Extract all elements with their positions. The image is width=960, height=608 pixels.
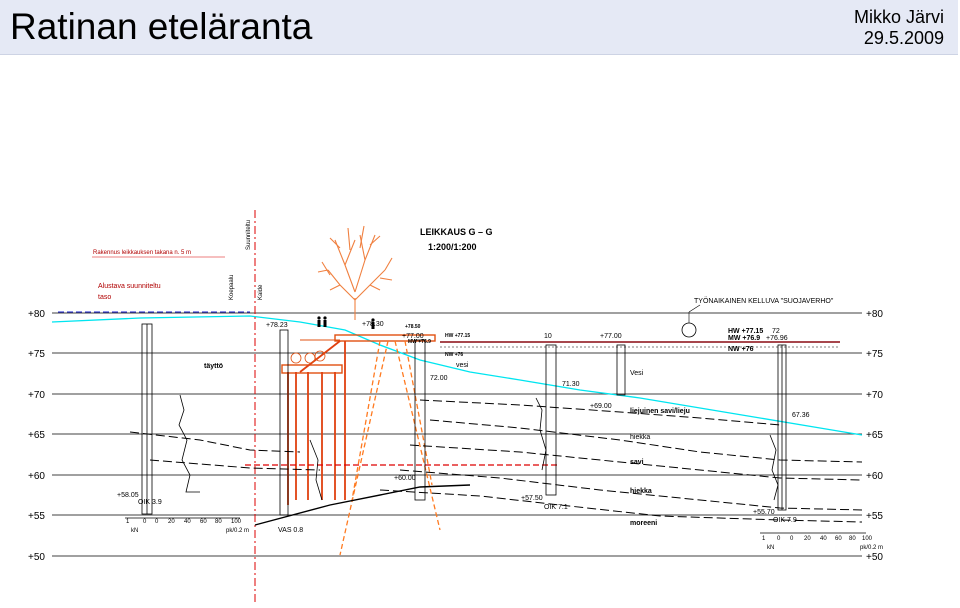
label-kelluva: TYÖNAIKAINEN KELLUVA "SUOJAVERHO" [694,297,834,305]
elev-right-80: +80 [866,309,883,320]
scale1-tick-2: 0 [155,519,159,525]
scale2-unit-kn: kN [767,545,774,551]
curtain-leader-2 [688,304,701,313]
floating-curtain-icon [681,322,697,338]
scale1-tick-5: 60 [200,519,207,525]
label-liejuinen: liejuinen savi/lieju [630,408,690,415]
label-mw-1: MW +76.9 [408,339,431,345]
label-6900: +69.00 [590,403,612,410]
label-vesi-2: Vesi [630,370,644,377]
tree-icon [317,225,393,320]
label-hiekka-1: hiekka [630,434,650,441]
scale2-unit-pk: pk/0.2 m [860,545,883,551]
label-vesi-1: vesi [456,362,469,369]
label-7696: +76.96 [766,335,788,342]
section-title: LEIKKAUS G – G [420,227,493,237]
label-nw-1: NW +76 [445,352,463,358]
label-hiekka-2: hiekka [630,488,652,495]
label-7700-b: +77.00 [600,333,622,340]
scale1-tick-4: 40 [184,519,191,525]
section-scale: 1:200/1:200 [428,242,477,252]
label-5570: +55.70 [753,509,775,516]
label-oik-39: OIK 3.9 [138,499,162,506]
label-72: 72 [772,328,780,335]
elev-right-75: +75 [866,349,883,360]
elev-right-60: +60 [866,471,883,482]
label-mw-2: MW +76.9 [728,335,760,342]
elev-left-80: +80 [28,309,45,320]
label-moreeni: moreeni [630,520,657,527]
label-taytto: täyttö [204,363,223,370]
scale2-tick-1: 0 [777,536,781,542]
label-savi: savi [630,459,644,466]
scale2-tick-7: 100 [862,536,873,542]
scale2-tick-6: 80 [849,536,856,542]
author-block: Mikko Järvi 29.5.2009 [854,7,944,49]
sounding-curves [178,394,779,501]
pedestrian-icons [317,316,375,329]
elev-right-70: +70 [866,390,883,401]
elev-left-50: +50 [28,552,45,563]
slide-header: Ratinan eteläranta Mikko Järvi 29.5.2009 [0,0,958,55]
label-7200: 72.00 [430,375,448,382]
label-oik-79: OIK 7.9 [773,517,797,524]
elev-right-50: +50 [866,552,883,563]
label-vas-08: VAS 0.8 [278,527,303,534]
groundwater-line [51,315,863,436]
scale1-tick-1: 0 [143,519,147,525]
label-kaide: Kaide [258,284,264,300]
label-7830: +78.30 [362,321,384,328]
scale1-unit-kn: kN [131,528,138,534]
label-alustava-2: taso [98,294,111,301]
elev-left-55: +55 [28,511,45,522]
scale2-tick-2: 0 [790,536,794,542]
label-7850: +78.50 [405,324,421,330]
author-name: Mikko Järvi [853,7,944,27]
elev-left-75: +75 [28,349,45,360]
label-10: 10 [544,333,552,340]
label-7130: 71.30 [562,381,580,388]
scale2-tick-5: 60 [835,536,842,542]
soil-layers [129,399,863,523]
scale1-tick-6: 80 [215,519,222,525]
label-nw-2: NW +76 [728,346,754,353]
label-hw-1: HW +77.15 [445,333,470,339]
scale2-tick-4: 40 [820,536,827,542]
scale2-tick-3: 20 [804,536,811,542]
label-hw-2: HW +77.15 [728,328,763,335]
slide-title: Ratinan eteläranta [10,6,313,47]
label-suunniteltu-axis: Suunniteltu [246,220,252,250]
elev-left-65: +65 [28,430,45,441]
elev-right-65: +65 [866,430,883,441]
elev-right-55: +55 [866,511,883,522]
presentation-date: 29.5.2009 [863,28,944,48]
label-oik-71: OIK 7.1 [544,504,568,511]
label-7700-a: +77.00 [402,333,424,340]
scale1-tick-7: 100 [231,519,242,525]
scale1-tick-3: 20 [168,519,175,525]
label-5805: +58.05 [117,492,139,499]
scale1-unit-pk: pk/0.2 m [226,528,249,534]
moraine-surface [254,484,471,526]
scale2-tick-0: 1 [762,536,766,542]
label-7823: +78.23 [266,322,288,329]
label-alustava-1: Alustava suunniteltu [98,283,161,290]
label-5750: +57.50 [521,495,543,502]
label-6736: 67.36 [792,412,810,419]
boreholes [141,323,787,516]
elevation-lines [52,312,862,557]
label-6000: +60.00 [394,475,416,482]
label-koepaalu: Koepaalu [229,275,235,300]
scale1-tick-0: 1 [126,519,130,525]
elev-left-60: +60 [28,471,45,482]
label-rakennus: Rakennus leikkauksen takana n. 5 m [93,250,191,256]
elev-left-70: +70 [28,390,45,401]
